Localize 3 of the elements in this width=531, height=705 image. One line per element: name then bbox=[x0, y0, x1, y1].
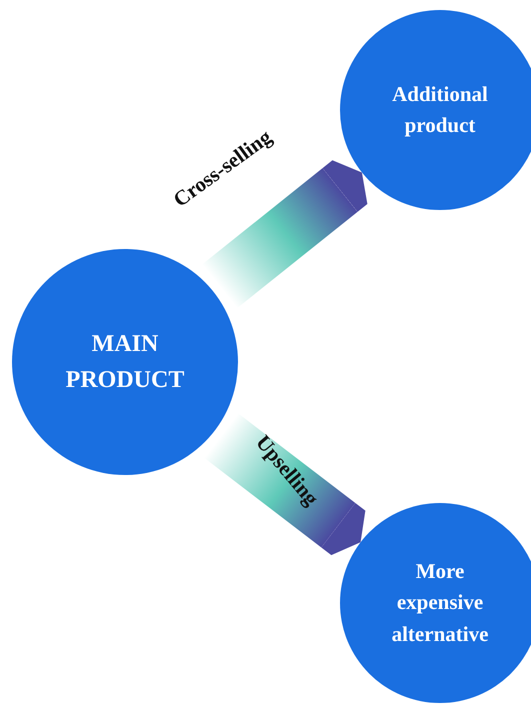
node-label: MAIN PRODUCT bbox=[64, 330, 186, 395]
node-label: More expensive alternative bbox=[390, 558, 490, 648]
node-label: Additional product bbox=[391, 80, 489, 139]
